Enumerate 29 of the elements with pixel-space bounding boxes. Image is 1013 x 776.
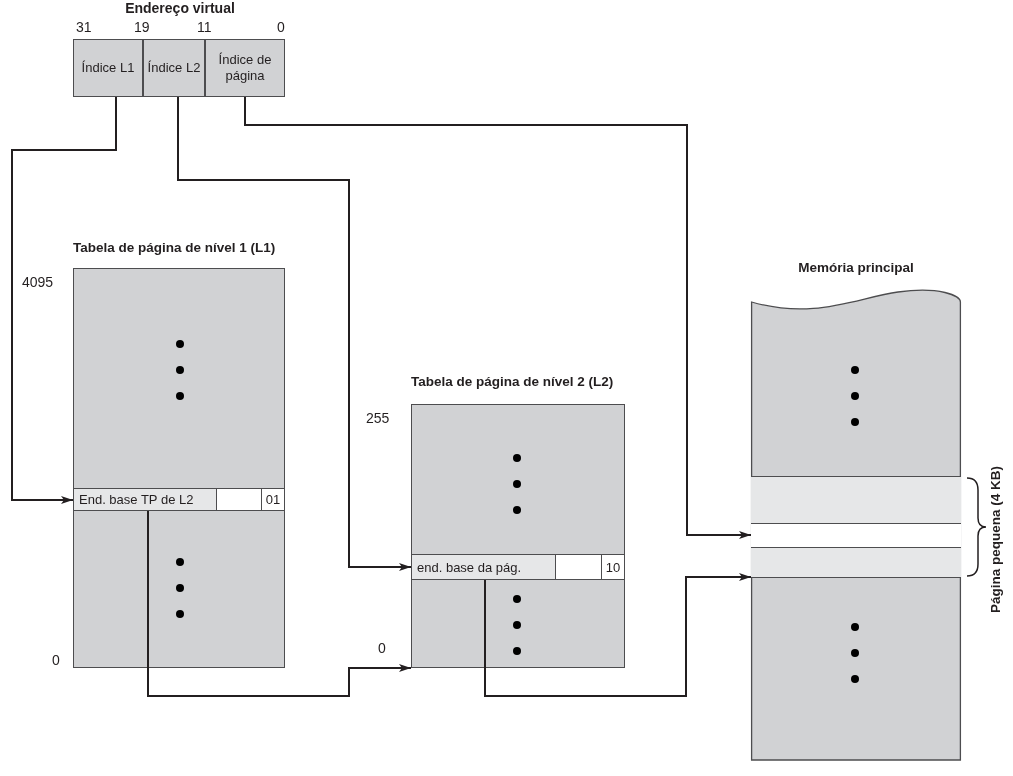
address-field: Índice L1 — [73, 39, 143, 97]
index-number: 0 — [52, 652, 60, 668]
table-entry — [411, 554, 625, 580]
index-number: 4095 — [22, 274, 54, 290]
table-entry — [73, 488, 285, 511]
bit-number: 31 — [76, 19, 92, 35]
connector-arrow — [11, 96, 117, 504]
entry-bits: 10 — [601, 555, 624, 579]
bit-number: 11 — [197, 19, 212, 35]
bit-number: 19 — [134, 19, 150, 35]
address-field: Índice de página — [205, 39, 285, 97]
entry-address: end. base da pág. — [412, 555, 557, 579]
memory-row — [751, 523, 961, 548]
connector-arrow — [484, 573, 752, 697]
connector-arrow — [177, 96, 412, 571]
index-number: 255 — [366, 410, 390, 426]
brace-label: Página pequena (4 KB) — [988, 466, 1003, 614]
entry-address: End. base TP de L2 — [74, 489, 217, 510]
memory-heading: Memória principal — [797, 260, 915, 275]
index-number: 0 — [378, 640, 386, 656]
diagram-title: Endereço virtual — [124, 0, 236, 16]
page-region — [751, 476, 961, 578]
bit-number: 0 — [277, 19, 285, 35]
entry-bits: 01 — [261, 489, 284, 510]
address-field: Índice L2 — [143, 39, 205, 97]
table-heading: Tabela de página de nível 1 (L1) — [73, 240, 276, 255]
connector-arrow — [244, 96, 752, 539]
connector-arrow — [147, 510, 412, 697]
table-heading: Tabela de página de nível 2 (L2) — [411, 374, 614, 389]
